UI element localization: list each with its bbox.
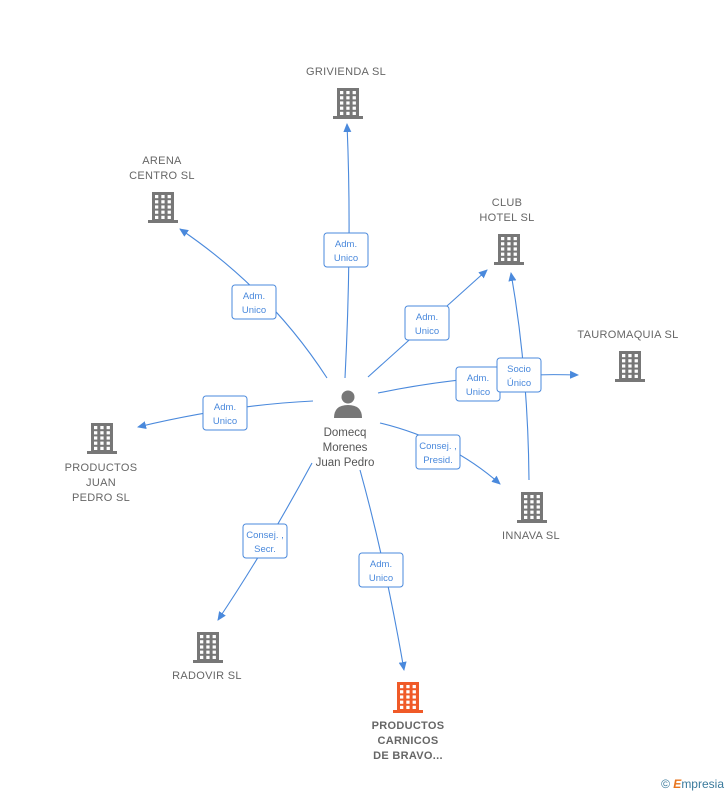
brand-name: mpresia bbox=[681, 777, 724, 791]
edge-label-text: Consej. , bbox=[419, 441, 457, 452]
company-name: RADOVIR SL bbox=[172, 670, 242, 682]
edge-label-text: Único bbox=[507, 378, 531, 389]
company-name: HOTEL SL bbox=[479, 212, 534, 224]
company-name: CENTRO SL bbox=[129, 170, 195, 182]
building-icon bbox=[393, 682, 423, 713]
company-node-innava[interactable]: INNAVA SL bbox=[502, 492, 560, 542]
company-name: PEDRO SL bbox=[72, 492, 130, 504]
building-icon bbox=[333, 88, 363, 119]
edge-label-box bbox=[358, 552, 404, 588]
building-icon bbox=[494, 234, 524, 265]
edge-label-text: Socio bbox=[507, 364, 531, 375]
company-node-club[interactable]: CLUB HOTEL SL bbox=[479, 197, 534, 265]
edge-center-to-tauromaquia[interactable]: Adm. Unico bbox=[377, 366, 579, 402]
edge-label[interactable]: Adm. Unico bbox=[323, 232, 369, 268]
company-name: TAUROMAQUIA SL bbox=[577, 329, 678, 341]
building-icon bbox=[87, 423, 117, 454]
edge-label-text: Adm. bbox=[214, 402, 236, 413]
copyright-symbol: © bbox=[661, 777, 670, 791]
edge-label-text: Unico bbox=[415, 326, 439, 337]
edge-label-box bbox=[231, 284, 277, 320]
edge-label[interactable]: Adm. Unico bbox=[202, 395, 248, 431]
edges-layer: Adm.UnicoAdm.UnicoAdm.UnicoAdm.UnicoAdm.… bbox=[137, 123, 579, 671]
edge-label-text: Adm. bbox=[370, 559, 392, 570]
edge-label-text: Adm. bbox=[243, 291, 265, 302]
company-name: ARENA bbox=[142, 155, 182, 167]
edge-label-text: Unico bbox=[242, 305, 266, 316]
edge-label-text: Adm. bbox=[467, 373, 489, 384]
edge-label-text: Presid. bbox=[423, 455, 453, 466]
edge-label[interactable]: Consej. , Presid. bbox=[415, 434, 461, 470]
edge-label-box bbox=[496, 357, 542, 393]
person-name: Morenes bbox=[323, 442, 368, 454]
brand-initial: E bbox=[673, 777, 682, 791]
edge-center-to-arena[interactable]: Adm. Unico bbox=[179, 228, 328, 379]
company-node-tauromaquia[interactable]: TAUROMAQUIA SL bbox=[577, 329, 678, 382]
person-name: Juan Pedro bbox=[316, 457, 375, 469]
company-name: JUAN bbox=[86, 477, 116, 489]
edge-center-to-innava[interactable]: Consej. , Presid. bbox=[379, 422, 501, 485]
edge-label-text: Unico bbox=[369, 573, 393, 584]
edge-center-to-club[interactable]: Adm. Unico bbox=[367, 269, 488, 378]
footer-brand: © Empresia bbox=[661, 777, 724, 791]
edge-label-text: Adm. bbox=[416, 312, 438, 323]
edge-label-box bbox=[415, 434, 461, 470]
company-name: DE BRAVO... bbox=[373, 750, 443, 762]
company-name: INNAVA SL bbox=[502, 530, 560, 542]
company-node-productos_carnicos[interactable]: PRODUCTOS CARNICOS DE BRAVO... bbox=[372, 682, 445, 762]
edge-label[interactable]: Consej. , Secr. bbox=[242, 523, 288, 559]
edge-label[interactable]: Adm. Unico bbox=[455, 366, 501, 402]
edge-center-to-radovir[interactable]: Consej. , Secr. bbox=[217, 462, 313, 621]
edge-label-text: Consej. , bbox=[246, 530, 284, 541]
company-node-arena[interactable]: ARENA CENTRO SL bbox=[129, 155, 195, 223]
person-name: Domecq bbox=[324, 427, 367, 439]
nodes-layer: GRIVIENDA SL ARENA CENTRO SL CLUB HOTEL SL TA… bbox=[65, 66, 679, 762]
company-node-productos_juan[interactable]: PRODUCTOS JUAN PEDRO SL bbox=[65, 423, 138, 504]
building-icon bbox=[615, 351, 645, 382]
edge-label-text: Adm. bbox=[335, 239, 357, 250]
edge-label[interactable]: Adm. Unico bbox=[404, 305, 450, 341]
company-name: GRIVIENDA SL bbox=[306, 66, 386, 78]
edge-label-box bbox=[202, 395, 248, 431]
edge-label-box bbox=[242, 523, 288, 559]
edge-label-box bbox=[404, 305, 450, 341]
company-name: PRODUCTOS bbox=[372, 720, 445, 732]
building-icon bbox=[517, 492, 547, 523]
person-icon bbox=[334, 390, 362, 418]
edge-center-to-productos_juan[interactable]: Adm. Unico bbox=[137, 395, 314, 431]
company-node-grivienda[interactable]: GRIVIENDA SL bbox=[306, 66, 386, 119]
company-name: PRODUCTOS bbox=[65, 462, 138, 474]
company-node-radovir[interactable]: RADOVIR SL bbox=[172, 632, 242, 682]
edge-label-text: Secr. bbox=[254, 544, 276, 555]
edge-label[interactable]: Adm. Unico bbox=[358, 552, 404, 588]
edge-label[interactable]: Adm. Unico bbox=[231, 284, 277, 320]
edge-label-text: Unico bbox=[213, 416, 237, 427]
edge-label-text: Unico bbox=[334, 253, 358, 264]
edge-label-text: Unico bbox=[466, 387, 490, 398]
building-icon bbox=[148, 192, 178, 223]
edge-label-box bbox=[323, 232, 369, 268]
building-icon bbox=[193, 632, 223, 663]
edge-center-to-grivienda[interactable]: Adm. Unico bbox=[323, 123, 369, 379]
company-name: CARNICOS bbox=[377, 735, 438, 747]
edge-center-to-productos_carnicos[interactable]: Adm. Unico bbox=[358, 469, 407, 671]
company-name: CLUB bbox=[492, 197, 523, 209]
